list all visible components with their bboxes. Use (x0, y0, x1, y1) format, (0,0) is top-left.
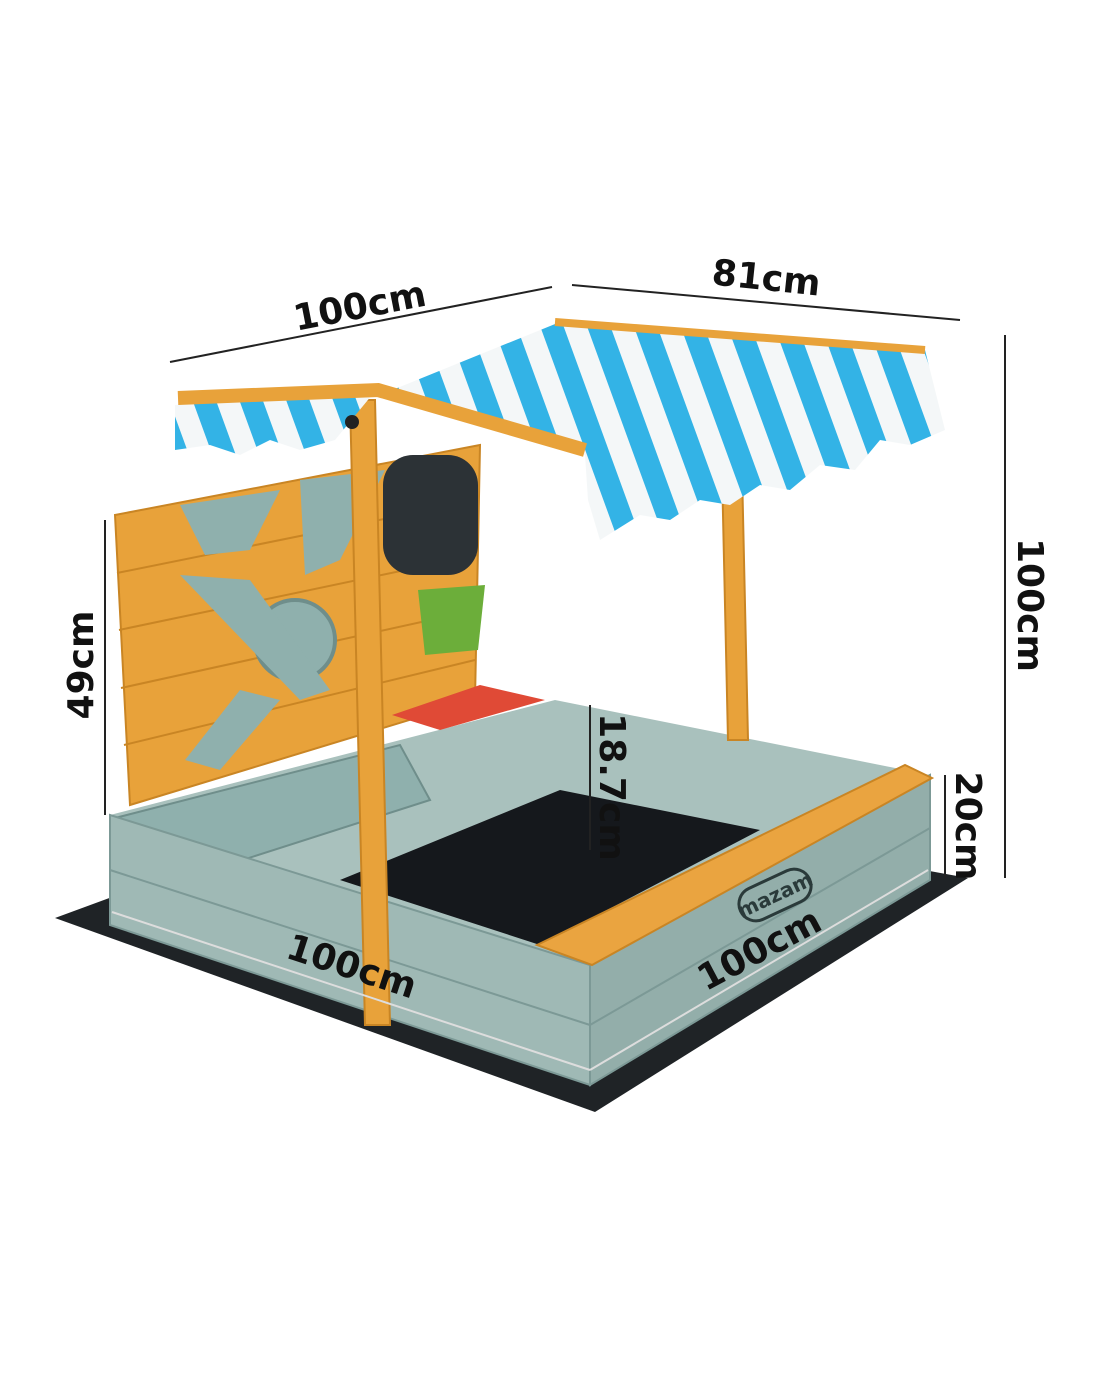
red-tray (392, 685, 545, 730)
canopy-frame (177, 382, 587, 457)
label-box-height: 20cm (947, 772, 988, 881)
label-total-height: 100cm (1009, 538, 1050, 672)
label-canopy-depth: 81cm (710, 252, 823, 304)
slide-toy (185, 690, 280, 770)
canopy-right (380, 322, 945, 540)
funnel-toy (180, 490, 280, 555)
sand-area (340, 790, 760, 945)
canopy-left (175, 395, 372, 455)
back-post (720, 469, 750, 741)
dimension-lines (104, 284, 1006, 1071)
bench-seat (534, 763, 935, 967)
green-bucket (418, 585, 485, 655)
chalkboard (383, 455, 478, 575)
ramp-toy (180, 575, 330, 700)
label-inner-depth: 18.7cm (591, 713, 632, 861)
hinge-knob (345, 415, 359, 429)
label-panel-height: 49cm (61, 611, 102, 720)
label-canopy-width: 100cm (290, 274, 429, 340)
